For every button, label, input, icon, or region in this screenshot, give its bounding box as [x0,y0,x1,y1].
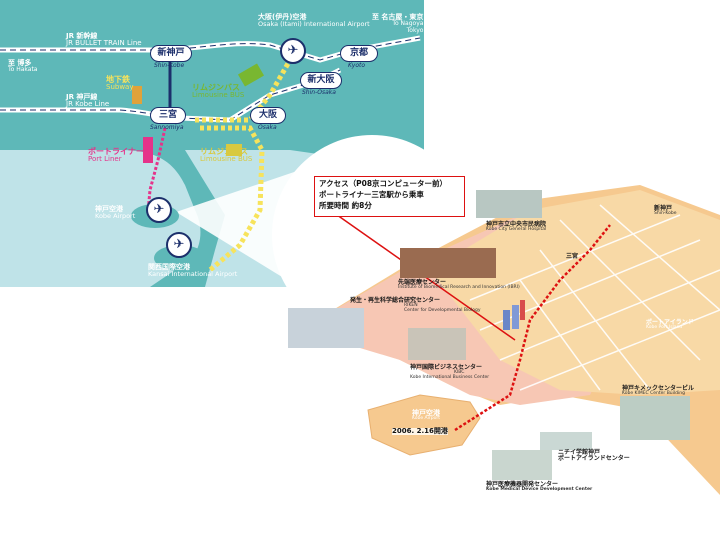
station-shin-kobe-en: Shin-Kobe [154,62,185,69]
station-shin-kobe: 新神戸 [150,45,192,62]
island-port-liner-route [454,224,611,432]
station-shin-osaka: 新大阪 [300,72,342,89]
to-tokyo-label: 至 名古屋・東京 To Nagoya Tokyo [372,13,424,34]
bus-icon-2 [226,144,242,156]
label-riken: 発生・再生科学総合研究センター RIKEN Center for Develop… [350,297,481,314]
kansai-airport-label: 関西国際空港 Kansai International Airport [148,263,238,279]
itami-airport-plane-icon: ✈ [280,38,306,64]
kobe-airport-plane-icon: ✈ [146,197,172,223]
label-device-center: 神戸医療機器開発センター Kobe Medical Device Develop… [486,481,593,493]
port-island-2-label: ポートアイランド（第2期） Kobe Port Island (Second S… [520,409,596,421]
zoom-connector [176,170,300,288]
station-kyoto-en: Kyoto [348,62,366,69]
limousine-bus-route-2 [200,125,265,272]
station-osaka-en: Osaka [258,124,277,131]
callout-line-1: アクセス（P08京コンピューター前） [319,179,448,188]
limousine-bus-label-1: リムジンバス Limousine BUS [192,83,245,100]
kobe-airport-label: 神戸空港 Kobe Airport [95,205,136,221]
station-osaka: 大阪 [250,107,286,124]
port-liner-marker [143,137,153,163]
label-nichii: ニチイ学館神戸 ポートアイランドセンター [558,449,630,463]
island-sannomiya-label: 三宮 [566,253,579,260]
to-hakata-label: 至 博多 To Hakata [8,59,38,74]
island-shin-kobe-label: 新神戸 Shin-Kobe [654,205,677,217]
label-kimec: 神戸キメックセンタービル Kobe KIMEC Center Building [622,385,695,397]
station-sannomiya: 三宮 [150,107,186,124]
port-liner-label: ポートライナー Port Liner [88,147,144,164]
label-hospital: 神戸市立中央市民病院 Kobe City General Hospital [486,221,547,233]
jr-kobe-line-label: JR 神戸線 JR Kobe Line [66,93,110,109]
map-sea [0,150,201,287]
bus-icon-1 [237,63,265,87]
station-kyoto: 京都 [340,45,378,62]
port-liner-line [146,127,167,213]
buildings [288,190,690,480]
station-shin-osaka-en: Shin-Osaka [302,89,336,96]
island-kobe-airport-label: 神戸空港 Kobe Airport [412,409,440,422]
urban-grid-zone [430,190,720,395]
station-sannomiya-en: Sannomiya [150,124,184,131]
limousine-bus-label-2: リムジンバス Limousine BUS [200,147,253,164]
kobe-airport-opening-date: 2006. 2.16開港 [392,427,448,436]
callout-line-2: ポートライナー三宮駅から乗車 [319,190,424,199]
kansai-airport-plane-icon: ✈ [166,232,192,258]
access-callout: アクセス（P08京コンピューター前） ポートライナー三宮駅から乗車 所要時間 約… [314,176,465,217]
subway-label: 地下鉄 Subway [106,75,134,92]
label-kibc: 神戸国際ビジネスセンター KIBC Kobe International Bus… [410,364,490,381]
shinkansen-label: JR 新幹線 JR BULLET TRAIN Line [66,32,142,48]
label-ibri: 先端医療センター Institute of Biomedical Researc… [398,279,520,291]
callout-line-3: 所要時間 約8分 [319,201,372,210]
kobe-airport-land [367,394,481,456]
subway-icon [132,86,142,104]
port-island-label: ポートアイランド Kobe Port Island [646,319,694,331]
itami-airport-label: 大阪(伊丹)空港 Osaka (Itami) International Air… [258,13,370,29]
